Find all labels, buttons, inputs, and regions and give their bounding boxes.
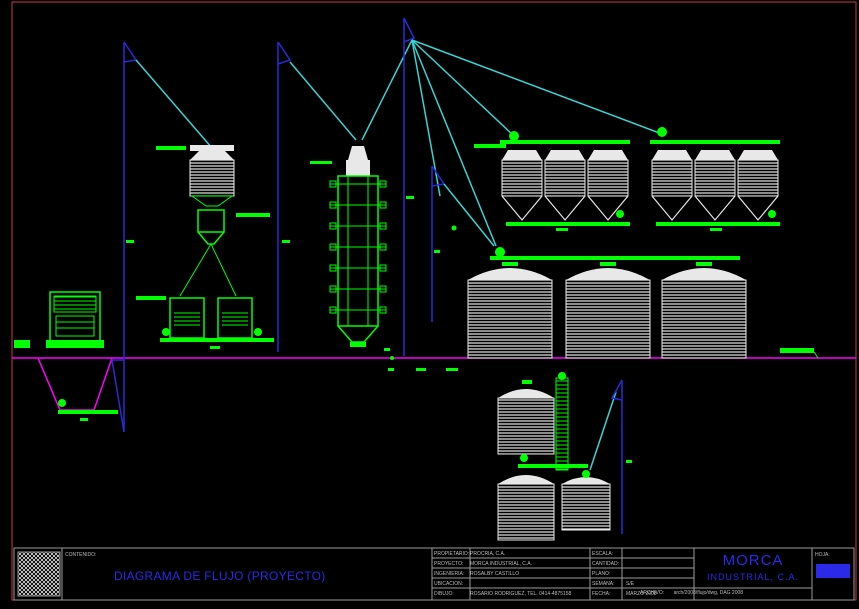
- pipe-1: [135, 59, 213, 149]
- receiving-pit-icon: [37, 357, 118, 421]
- pipe-4: [443, 183, 495, 247]
- hopper-bin-icon: [156, 145, 235, 207]
- bucket-elevator-3: [403, 17, 416, 356]
- small-silos-left: [474, 131, 630, 231]
- bucket-elevator-2: [277, 41, 292, 352]
- company-logo-icon: [17, 551, 61, 597]
- discharge-point: [780, 348, 819, 359]
- truck-icon: [14, 291, 104, 348]
- return-conveyor: [384, 348, 458, 371]
- cleaner-machines-icon: [136, 296, 274, 349]
- grain-dryer-tower-icon: [310, 146, 387, 347]
- small-silos-right: [650, 127, 780, 231]
- scale-hopper-icon: [179, 209, 270, 297]
- distribution-pipes: [411, 39, 663, 247]
- lower-silo-subsystem: [497, 372, 632, 541]
- large-storage-silos: [467, 247, 747, 359]
- pipe-2: [289, 61, 357, 141]
